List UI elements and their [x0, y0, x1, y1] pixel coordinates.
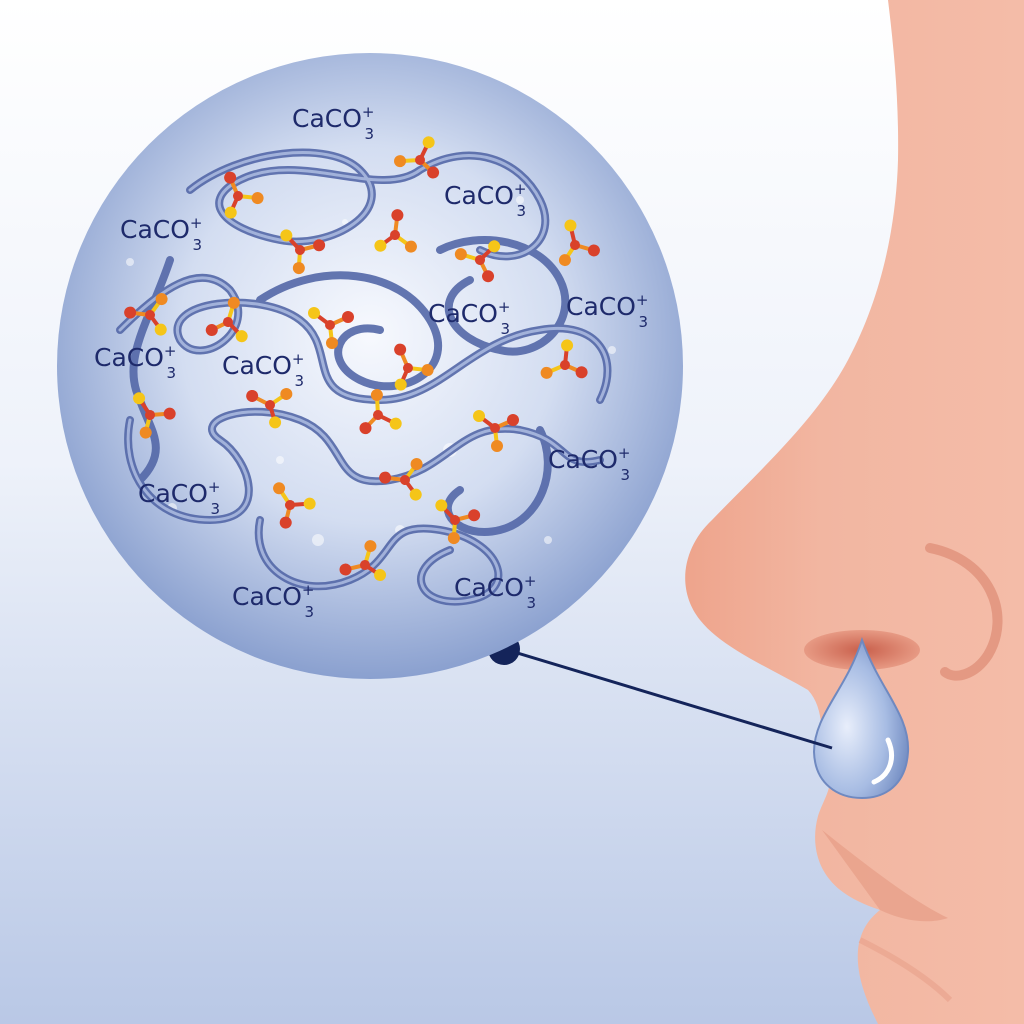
molecule — [394, 136, 440, 179]
molecule — [308, 307, 354, 349]
molecule — [473, 410, 519, 452]
molecules — [124, 136, 600, 582]
molecule — [339, 540, 387, 582]
molecule — [246, 387, 293, 429]
molecule — [133, 392, 176, 439]
molecule — [379, 458, 423, 501]
caco3-label: CaCO+3 — [120, 214, 203, 254]
molecule — [558, 219, 600, 267]
caco3-label: CaCO+3 — [548, 444, 631, 484]
molecule — [224, 171, 264, 219]
caco3-label: CaCO+3 — [222, 350, 305, 390]
molecule — [205, 296, 248, 343]
caco3-label: CaCO+3 — [94, 342, 177, 382]
molecule — [454, 240, 501, 283]
mucus-drop-icon — [812, 636, 910, 800]
molecule — [374, 209, 417, 253]
molecule — [394, 343, 434, 391]
caco3-label: CaCO+3 — [566, 291, 649, 331]
caco3-label: CaCO+3 — [428, 298, 511, 338]
caco3-label: CaCO+3 — [444, 180, 527, 220]
caco3-label: CaCO+3 — [138, 478, 221, 518]
caco3-label: CaCO+3 — [454, 572, 537, 612]
molecule — [124, 293, 168, 336]
caco3-label: CaCO+3 — [232, 581, 315, 621]
molecule — [540, 339, 588, 379]
molecule — [273, 482, 316, 529]
molecule — [435, 499, 481, 545]
molecule — [359, 389, 402, 435]
caco3-label: CaCO+3 — [292, 103, 375, 143]
molecule — [280, 229, 326, 275]
